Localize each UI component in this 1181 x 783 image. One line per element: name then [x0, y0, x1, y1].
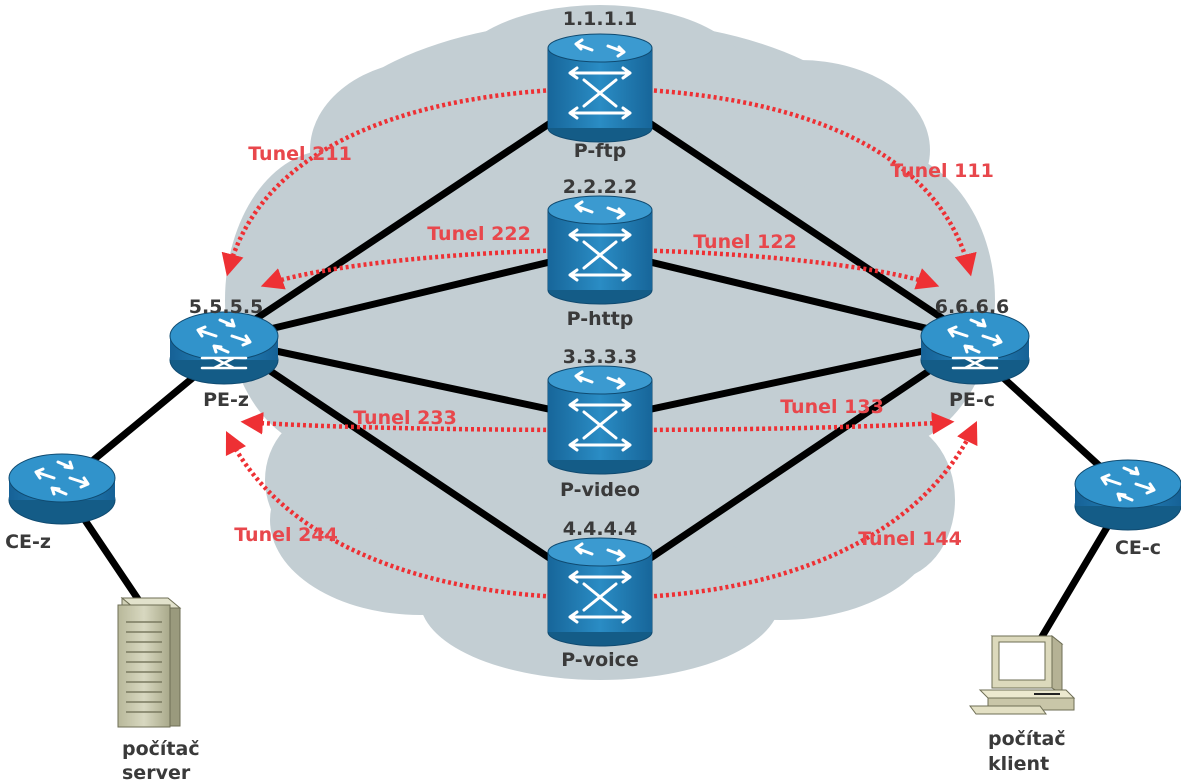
ce-c-name-label: CE-c — [1115, 537, 1161, 559]
server-label-line2: server — [122, 762, 191, 783]
tunnel-244-path — [225, 430, 601, 601]
server-label-line1: počítač — [122, 738, 200, 760]
tunnel-133-label: Tunel 133 — [780, 396, 884, 418]
router-p-ftp[interactable] — [546, 32, 654, 144]
tunnel-211-label: Tunel 211 — [248, 143, 352, 165]
tunnel-244-label: Tunel 244 — [234, 524, 338, 546]
router-pe-z[interactable] — [168, 310, 280, 386]
router-ce-z[interactable] — [7, 452, 117, 526]
router-ce-c[interactable] — [1073, 458, 1181, 532]
pe-c-name-label: PE-c — [949, 389, 995, 411]
p-http-name-label: P-http — [567, 308, 634, 330]
router-p-voice[interactable] — [546, 536, 654, 648]
ce-z-name-label: CE-z — [5, 531, 51, 553]
pe-c-ip-label: 6.6.6.6 — [935, 296, 1010, 318]
server-icon[interactable] — [117, 596, 182, 728]
router-p-video[interactable] — [546, 364, 654, 476]
tunnel-211-path — [221, 85, 601, 277]
p-ftp-name-label: P-ftp — [574, 140, 626, 162]
tunnel-233-label: Tunel 233 — [353, 407, 457, 429]
tunnel-144-path — [599, 420, 978, 601]
p-voice-ip-label: 4.4.4.4 — [563, 518, 638, 540]
router-p-http[interactable] — [546, 194, 654, 306]
pe-z-name-label: PE-z — [203, 389, 249, 411]
client-pc-icon[interactable] — [969, 634, 1076, 715]
p-video-name-label: P-video — [560, 479, 640, 501]
client-label-line1: počítač — [988, 728, 1066, 750]
tunnel-111-path — [599, 85, 977, 277]
p-ftp-ip-label: 1.1.1.1 — [563, 8, 638, 30]
tunnel-222-label: Tunel 222 — [427, 223, 531, 245]
client-label-line2: klient — [988, 753, 1049, 775]
tunnel-144-label: Tunel 144 — [858, 528, 962, 550]
p-http-ip-label: 2.2.2.2 — [563, 176, 638, 198]
pe-z-ip-label: 5.5.5.5 — [189, 296, 264, 318]
tunnel-122-label: Tunel 122 — [693, 231, 797, 253]
p-video-ip-label: 3.3.3.3 — [563, 346, 638, 368]
tunnel-111-label: Tunel 111 — [890, 160, 994, 182]
router-pe-c[interactable] — [919, 310, 1031, 386]
p-voice-name-label: P-voice — [561, 649, 639, 671]
